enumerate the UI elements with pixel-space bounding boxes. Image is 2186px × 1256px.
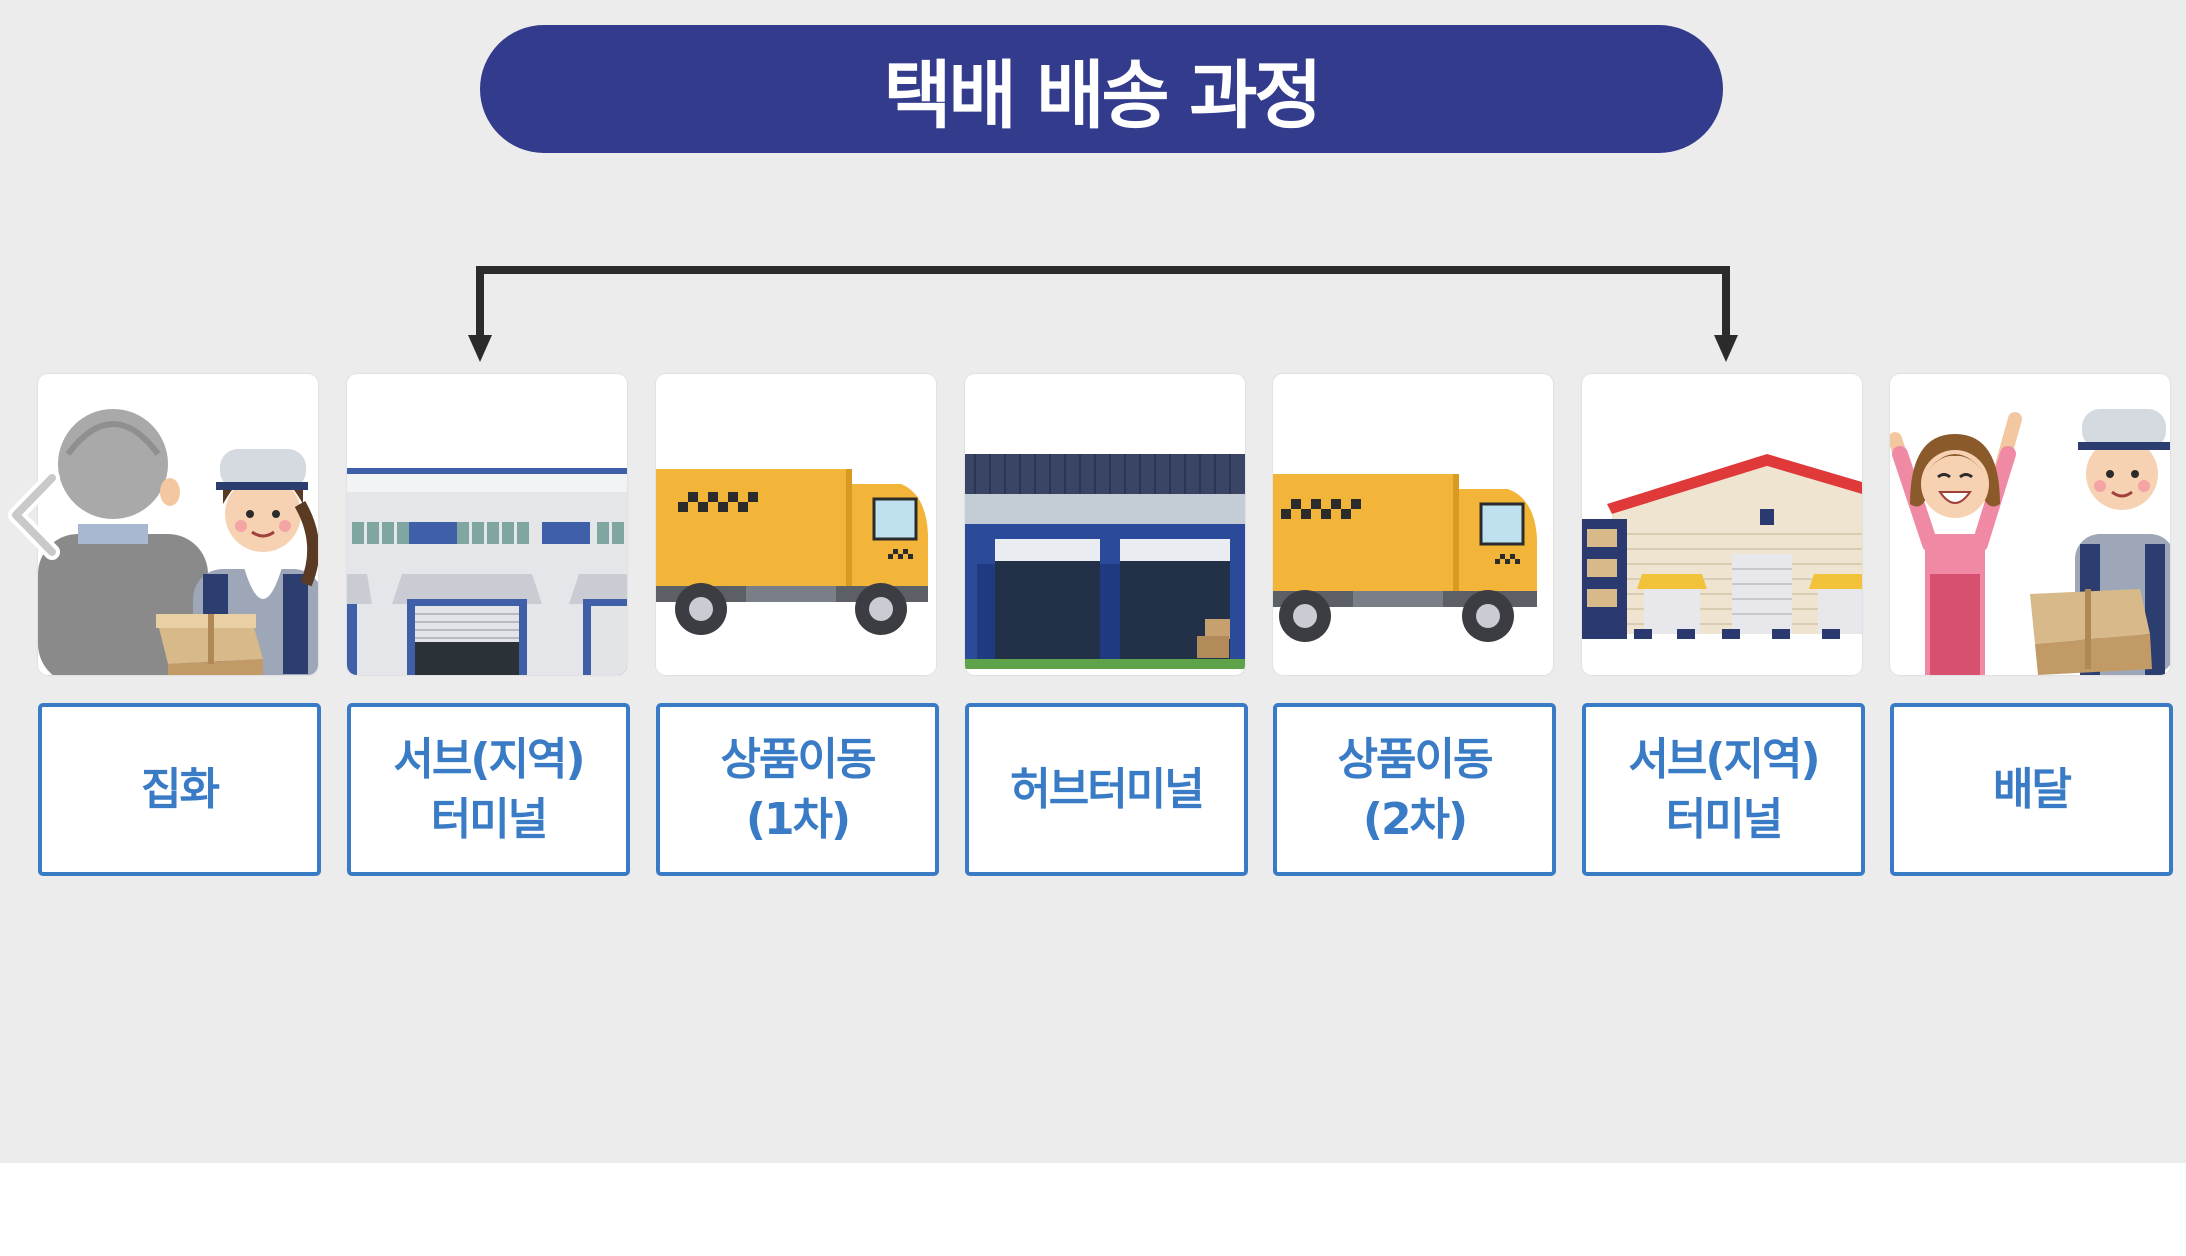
arrow-down-icon [1714,335,1738,362]
chevron-left-icon[interactable] [4,470,64,560]
terminal-building-icon [347,374,627,675]
step-label: 서브(지역) 터미널 [393,730,583,850]
bracket-connector [0,0,2186,380]
step-label: 허브터미널 [1010,760,1202,820]
step-card-transfer-2 [1273,374,1553,675]
delivery-truck-icon [1273,374,1553,675]
step-card-hub-terminal [965,374,1245,675]
delivery-handover-icon [1890,374,2170,675]
step-label-box: 서브(지역) 터미널 [1582,703,1865,876]
process-diagram: 택배 배송 과정 [0,0,2186,1163]
step-label-box: 집화 [38,703,321,876]
step-label-box: 상품이동 (1차) [656,703,939,876]
step-label: 서브(지역) 터미널 [1628,730,1818,850]
step-label: 상품이동 (2차) [1338,730,1492,850]
warehouse-icon [1582,374,1862,675]
step-card-pickup [38,374,318,675]
step-label-box: 상품이동 (2차) [1273,703,1556,876]
step-label: 집화 [141,760,218,820]
step-label: 배달 [1993,760,2070,820]
hub-terminal-icon [965,374,1245,675]
arrow-down-icon [468,335,492,362]
courier-pickup-icon [38,374,318,675]
step-card-transfer-1 [656,374,936,675]
step-label-box: 배달 [1890,703,2173,876]
step-label-box: 허브터미널 [965,703,1248,876]
step-card-sub-terminal-2 [1582,374,1862,675]
step-label: 상품이동 (1차) [721,730,875,850]
step-label-box: 서브(지역) 터미널 [347,703,630,876]
step-card-delivery [1890,374,2170,675]
delivery-truck-icon [656,374,936,675]
step-card-sub-terminal-1 [347,374,627,675]
bracket-line [480,270,1726,345]
